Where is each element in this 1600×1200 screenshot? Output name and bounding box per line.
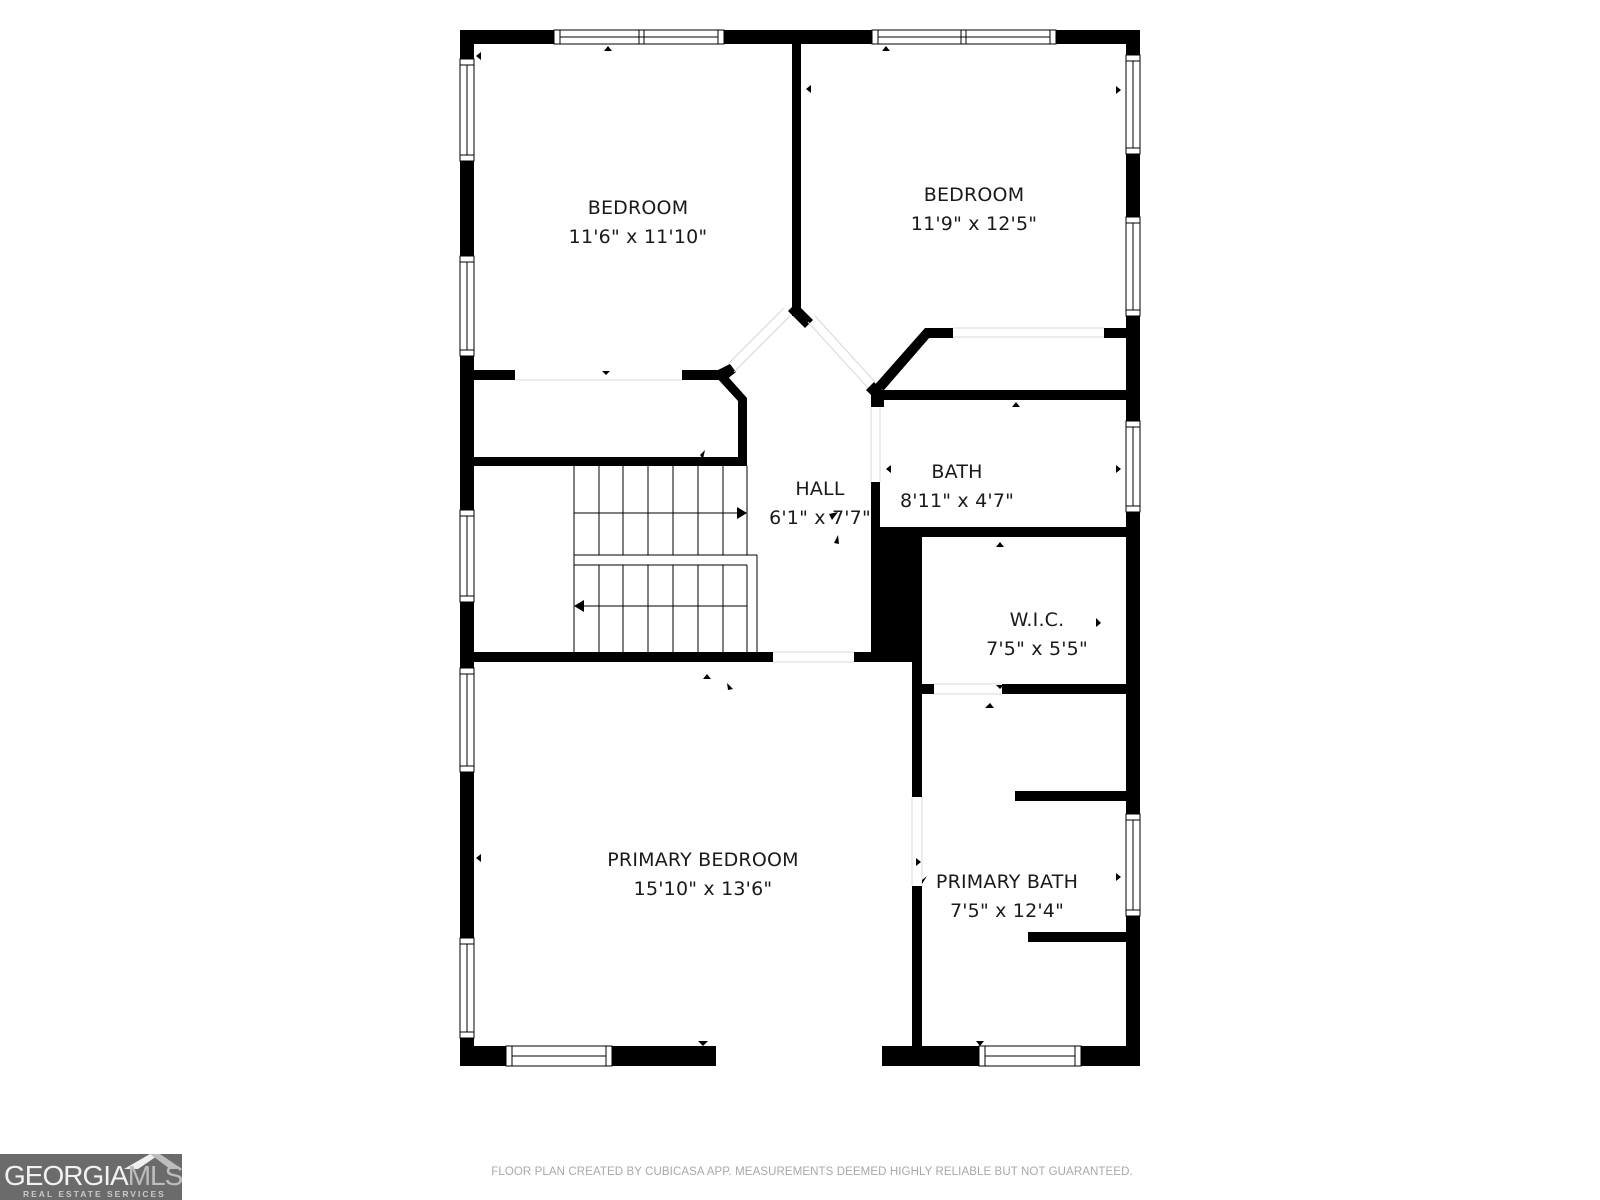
wall-primary-bath-partition-1 (1015, 791, 1126, 801)
measurement-markers (476, 46, 1121, 1046)
window-left-5 (459, 937, 475, 1039)
wall-closet-top-left (474, 370, 515, 380)
logo-brand-primary: GEORGIA (4, 1160, 129, 1191)
room-label-primary-bedroom: PRIMARY BEDROOM 15'10" x 13'6" (607, 846, 798, 904)
wall-divider-corner (788, 303, 813, 328)
window-left-3 (459, 509, 475, 603)
room-label-bedroom-2: BEDROOM 11'9" x 12'5" (911, 181, 1037, 239)
room-name: BATH (931, 461, 983, 483)
window-right-4 (1125, 813, 1141, 917)
wall-top-middle (724, 30, 872, 44)
wall-primary-bath-left-lower (912, 886, 922, 1056)
room-dimensions: 15'10" x 13'6" (633, 878, 773, 900)
wall-closet-bottom (474, 457, 747, 466)
wall-top-left (460, 30, 554, 44)
wall-linen-top-right (1104, 328, 1126, 338)
window-left-1 (459, 58, 475, 162)
room-label-primary-bath: PRIMARY BATH 7'5" x 12'4" (936, 868, 1078, 926)
wall-closet-top-right (682, 370, 722, 380)
room-name: HALL (795, 478, 845, 500)
wall-linen-top-left (928, 328, 953, 338)
wall-primary-top-left (474, 652, 773, 662)
room-label-wic: W.I.C. 7'5" x 5'5" (986, 606, 1088, 664)
room-dimensions: 8'11" x 4'7" (899, 490, 1015, 512)
room-dimensions: 11'9" x 12'5" (910, 213, 1038, 235)
window-bottom-left (505, 1045, 613, 1067)
roof-icon (124, 1154, 182, 1169)
wall-bath-top (872, 390, 1126, 400)
staircase (573, 466, 758, 652)
room-name: W.I.C. (1009, 609, 1065, 631)
room-name: PRIMARY BATH (935, 871, 1079, 893)
room-dimensions: 11'6" x 11'10" (568, 226, 708, 248)
window-bottom-right (978, 1045, 1082, 1067)
room-name: BEDROOM (923, 184, 1025, 206)
wall-linen-diagonal (872, 328, 938, 390)
room-dimensions: 7'5" x 12'4" (949, 900, 1065, 922)
wall-bedroom-divider (792, 40, 801, 316)
window-top-right (871, 29, 1057, 45)
room-dimensions: 6'1" x 7'7" (769, 507, 871, 529)
wall-bath-bottom (872, 527, 1126, 537)
windows (459, 29, 1141, 1067)
wall-primary-bath-partition-2 (1028, 932, 1126, 942)
wall-wic-bottom-right (1002, 684, 1126, 694)
window-top-left (553, 29, 725, 45)
window-right-2 (1125, 216, 1141, 317)
room-dimensions: 7'5" x 5'5" (986, 638, 1088, 660)
wall-top-right (1056, 30, 1140, 44)
wall-primary-top-right (854, 652, 922, 662)
wall-wic-bottom-left (922, 684, 934, 694)
room-name: BEDROOM (587, 197, 689, 219)
wall-closet-right (738, 398, 747, 466)
wall-closet-corner (718, 364, 736, 380)
window-left-2 (459, 255, 475, 357)
stair-arrow-left-icon (574, 600, 584, 612)
logo-tagline: REAL ESTATE SERVICES (23, 1189, 166, 1199)
logo-wordmark: GEORGIAMLS (4, 1162, 182, 1190)
georgia-mls-logo: GEORGIAMLS REAL ESTATE SERVICES (0, 1154, 182, 1200)
window-left-4 (459, 667, 475, 773)
window-right-1 (1125, 54, 1141, 155)
floor-plan-disclaimer: FLOOR PLAN CREATED BY CUBICASA APP. MEAS… (491, 1166, 1133, 1178)
room-label-bath: BATH 8'11" x 4'7" (900, 458, 1014, 516)
stair-arrow-right-icon (737, 507, 747, 519)
wall-hall-right (871, 482, 880, 527)
stair-arrows (574, 507, 747, 612)
logo-brand-secondary: MLS (127, 1160, 182, 1191)
room-label-hall: HALL 6'1" x 7'7" (769, 475, 871, 533)
door-openings (515, 307, 1104, 886)
wall-primary-bath-left-upper (912, 527, 922, 797)
room-name: PRIMARY BEDROOM (607, 849, 799, 871)
window-right-3 (1125, 420, 1141, 513)
room-label-bedroom-1: BEDROOM 11'6" x 11'10" (569, 194, 708, 252)
